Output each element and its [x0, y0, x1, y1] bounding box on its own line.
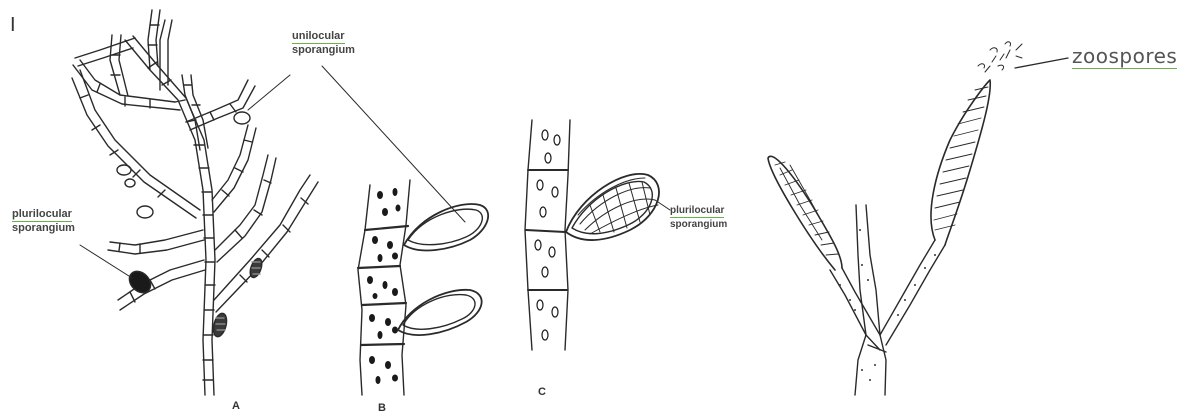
panel-label-c: C: [538, 386, 546, 398]
plurilocular-a-line2: sporangium: [12, 222, 75, 235]
plurilocular-a-line1: plurilocular: [12, 208, 72, 222]
panel-label-a: A: [232, 400, 240, 412]
plurilocular-c-label: plurilocular sporangium: [670, 204, 727, 231]
plurilocular-a-label: plurilocular sporangium: [12, 208, 75, 235]
unilocular-label: unilocular sporangium: [292, 30, 355, 57]
unilocular-line1: unilocular: [292, 30, 345, 44]
panel-label-b: B: [378, 402, 386, 414]
unilocular-line2: sporangium: [292, 44, 355, 57]
filament-c: [525, 120, 670, 350]
filament-d: [768, 42, 1068, 395]
plurilocular-c-line1: plurilocular: [670, 204, 724, 218]
zoospores-label: zoospores: [1072, 44, 1177, 69]
filament-a: [72, 10, 318, 395]
plurilocular-c-line2: sporangium: [670, 218, 727, 231]
figure-tag: I: [10, 14, 16, 37]
filament-b: [322, 66, 488, 395]
